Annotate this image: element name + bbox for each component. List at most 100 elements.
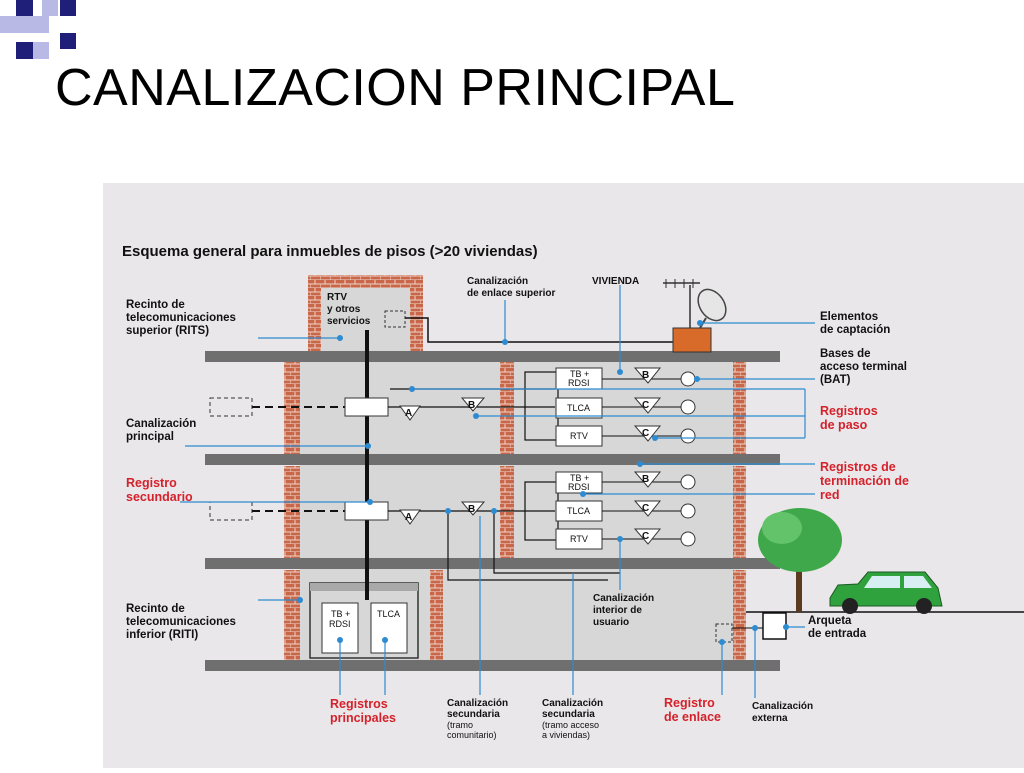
label-secundaria-acceso-2: secundaria bbox=[542, 709, 595, 720]
rits-box-line-2: y otros bbox=[327, 304, 361, 315]
label-registros-principales-1: Registros bbox=[330, 697, 388, 711]
label-arqueta-1: Arqueta bbox=[808, 615, 852, 627]
dwelling-tb-1-line-2: RDSI bbox=[568, 378, 590, 388]
label-riti-2: telecomunicaciones bbox=[126, 616, 236, 628]
label-secundaria-acceso-1: Canalización bbox=[542, 698, 603, 709]
marker-a-1-label: A bbox=[405, 408, 412, 419]
dwelling-tb-1-line-1: TB + bbox=[570, 369, 589, 379]
marker-c-2 bbox=[633, 425, 662, 442]
slide-title: CANALIZACION PRINCIPAL bbox=[55, 59, 736, 117]
label-secundaria-comunitario-4: comunitario) bbox=[447, 730, 497, 740]
bat-socket-2 bbox=[680, 399, 696, 415]
bat-socket-4 bbox=[680, 474, 696, 490]
marker-b-1 bbox=[460, 397, 486, 412]
label-vivienda: VIVIENDA bbox=[592, 276, 639, 287]
label-registro-secundario-2: secundario bbox=[126, 490, 193, 504]
label-enlace-superior-2: de enlace superior bbox=[467, 288, 555, 299]
rits-box-line-3: servicios bbox=[327, 316, 371, 327]
label-captacion-2: de captación bbox=[820, 324, 890, 336]
label-secundaria-acceso-4: a viviendas) bbox=[542, 730, 590, 740]
corner-square-lavender-1 bbox=[42, 0, 58, 16]
label-canal-principal-2: principal bbox=[126, 431, 174, 443]
label-registros-paso-1: Registros bbox=[820, 404, 878, 418]
riti-tlca: TLCA bbox=[377, 609, 400, 619]
brick-mid-2 bbox=[500, 466, 514, 558]
marker-b-2 bbox=[633, 367, 662, 384]
marker-c-3 bbox=[633, 500, 662, 517]
car-window-2 bbox=[904, 576, 932, 588]
registro-secundario-box-2 bbox=[344, 501, 389, 521]
ext-dashed-box-2 bbox=[209, 501, 253, 521]
dwelling-tlca-box-1 bbox=[555, 397, 603, 419]
secondary-conduit-1 bbox=[447, 511, 608, 581]
marker-c-4 bbox=[633, 528, 662, 545]
marker-c-4-label: C bbox=[642, 531, 649, 542]
label-secundaria-comunitario-1: Canalización bbox=[447, 698, 508, 709]
rits-box-line-1: RTV bbox=[327, 292, 347, 303]
label-arqueta-2: de entrada bbox=[808, 628, 867, 640]
leader-lines bbox=[180, 285, 815, 698]
bat-socket-6 bbox=[680, 531, 696, 547]
label-bat-3: (BAT) bbox=[820, 374, 851, 386]
registro-secundario-box-1 bbox=[344, 397, 389, 417]
label-canal-interior-2: interior de bbox=[593, 605, 642, 616]
label-secundaria-acceso-3: (tramo acceso bbox=[542, 720, 599, 730]
riti-top-bar bbox=[310, 583, 418, 591]
marker-b-2-label: B bbox=[642, 370, 649, 381]
marker-a-1 bbox=[399, 405, 421, 421]
marker-c-2-label: C bbox=[642, 428, 649, 439]
riti-tb-line-2: RDSI bbox=[329, 619, 351, 629]
label-enlace-superior-1: Canalización bbox=[467, 276, 528, 287]
dwelling-tlca-1: TLCA bbox=[567, 403, 590, 413]
corner-square-navy-3 bbox=[60, 33, 76, 49]
tree-crown-highlight bbox=[762, 512, 802, 544]
rits-dashed-box bbox=[384, 310, 406, 328]
label-terminacion-red-2: terminación de bbox=[820, 474, 909, 488]
brick-right-2 bbox=[733, 466, 746, 558]
ext-dashed-box-1 bbox=[209, 397, 253, 417]
label-riti-3: inferior (RITI) bbox=[126, 629, 198, 641]
satellite-dish bbox=[697, 288, 727, 322]
label-rits-1: Recinto de bbox=[126, 299, 185, 311]
bat-socket-5 bbox=[680, 503, 696, 519]
label-registros-paso-2: de paso bbox=[820, 418, 868, 432]
dwelling-tb-2-line-1: TB + bbox=[570, 473, 589, 483]
riti-tb-line-1: TB + bbox=[331, 609, 350, 619]
floor-slab-ground bbox=[205, 660, 780, 671]
marker-c-3-label: C bbox=[642, 503, 649, 514]
label-captacion-1: Elementos bbox=[820, 311, 878, 323]
corner-square-navy-2 bbox=[60, 0, 76, 16]
corner-square-navy-1 bbox=[16, 0, 33, 16]
label-bat-1: Bases de bbox=[820, 348, 871, 360]
label-secundaria-comunitario-2: secundaria bbox=[447, 709, 500, 720]
label-canal-interior-1: Canalización bbox=[593, 593, 654, 604]
rits-interior bbox=[317, 282, 412, 352]
marker-c-1-label: C bbox=[642, 400, 649, 411]
corner-square-navy-4 bbox=[16, 42, 33, 59]
label-registro-secundario-1: Registro bbox=[126, 476, 177, 490]
floor-slab-2 bbox=[205, 454, 780, 465]
marker-b-4-label: B bbox=[642, 474, 649, 485]
label-riti-1: Recinto de bbox=[126, 603, 185, 615]
label-secundaria-comunitario-3: (tramo bbox=[447, 720, 473, 730]
label-canal-principal-1: Canalización bbox=[126, 418, 196, 430]
floor-slab-roof bbox=[205, 351, 780, 362]
car-wheel-front bbox=[842, 598, 858, 614]
enlace-superior-conduit bbox=[405, 317, 691, 343]
diagram-heading: Esquema general para inmuebles de pisos … bbox=[122, 243, 538, 260]
corner-square-lavender-3 bbox=[16, 16, 33, 33]
secondary-conduit-2 bbox=[493, 511, 620, 574]
brick-right-1 bbox=[733, 362, 746, 454]
corner-square-lavender-5 bbox=[33, 42, 49, 59]
riti-tlca-box bbox=[370, 602, 408, 654]
dwelling-rtv-2: RTV bbox=[570, 534, 588, 544]
corner-square-lavender-2 bbox=[0, 16, 16, 33]
tree-trunk bbox=[796, 560, 802, 612]
car-wheel-rear bbox=[916, 598, 932, 614]
antenna-base bbox=[672, 327, 712, 353]
label-rits-3: superior (RITS) bbox=[126, 325, 209, 337]
label-registros-principales-2: principales bbox=[330, 711, 396, 725]
label-terminacion-red-1: Registros de bbox=[820, 460, 896, 474]
arqueta-box bbox=[762, 612, 787, 640]
brick-mid-1 bbox=[500, 362, 514, 454]
